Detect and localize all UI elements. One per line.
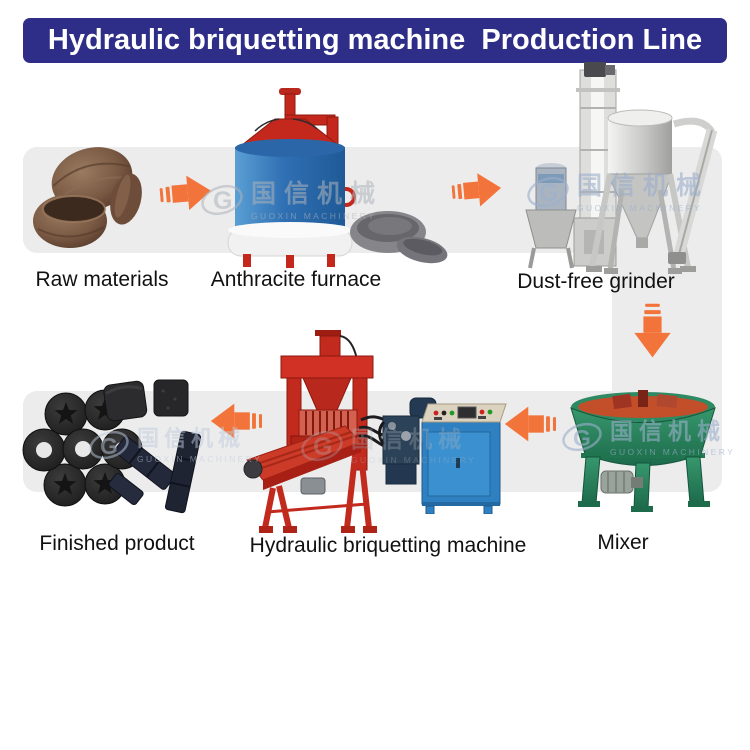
- mixer-photo: [561, 387, 725, 520]
- step-label-hydraulic-briquetting-machine: Hydraulic briquetting machine: [249, 534, 527, 557]
- arrow-right-icon: [159, 171, 212, 215]
- page-title: Hydraulic briquetting machine Production…: [47, 24, 703, 56]
- finished-product-photo: [21, 377, 217, 534]
- arrow-left-icon: [210, 399, 262, 443]
- arrow-left-icon: [504, 402, 556, 446]
- dust-free-grinder-photo: [518, 62, 748, 281]
- step-label-mixer: Mixer: [597, 531, 649, 554]
- step-label-raw-materials: Raw materials: [35, 268, 169, 291]
- anthracite-furnace-photo: [215, 87, 365, 274]
- raw-materials-photo: [24, 139, 146, 258]
- control-cabinet-photo: [378, 392, 508, 519]
- title-banner: Hydraulic briquetting machine Production…: [23, 18, 727, 63]
- hydraulic-press-photo: [243, 328, 408, 540]
- arrow-down-icon: [625, 303, 680, 358]
- arrow-right-icon: [451, 169, 502, 211]
- step-label-finished-product: Finished product: [39, 532, 195, 555]
- step-label-anthracite-furnace: Anthracite furnace: [210, 268, 382, 291]
- step-label-dust-free-grinder: Dust-free grinder: [517, 270, 675, 293]
- carbonized-bowls-photo: [348, 204, 452, 271]
